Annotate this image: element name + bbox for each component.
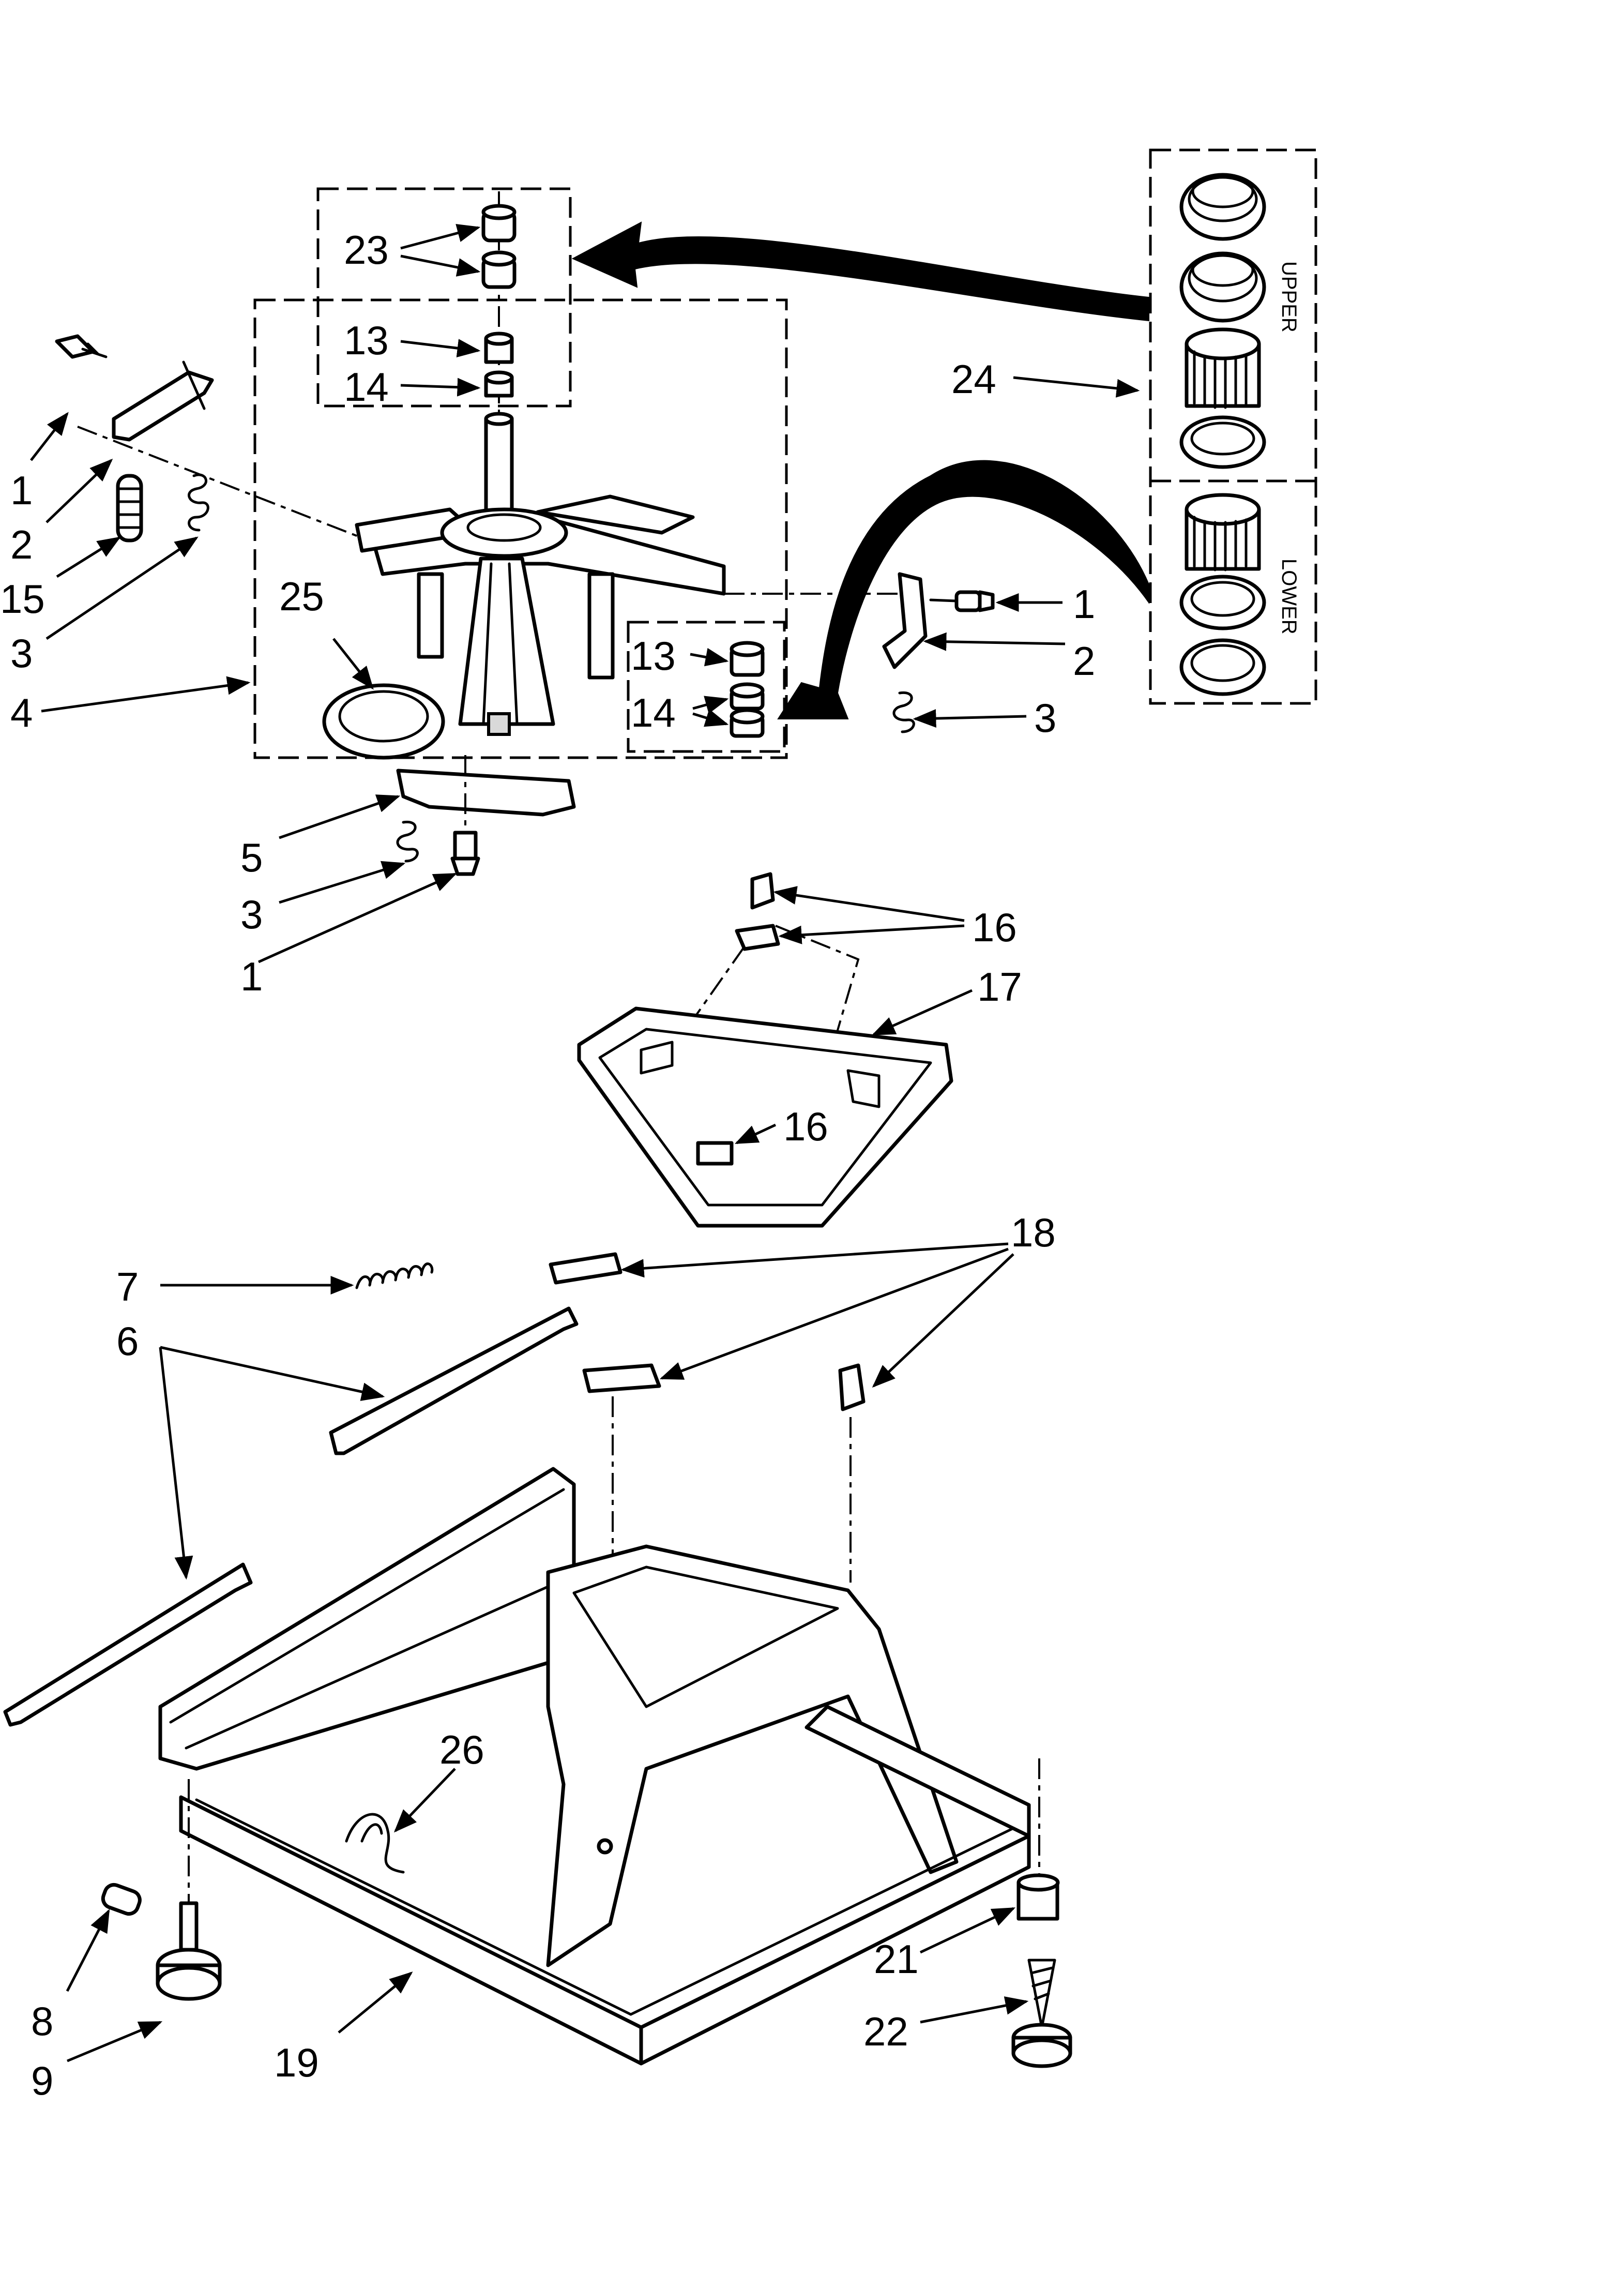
- upper-washer: [1179, 415, 1266, 469]
- callout-5: 5: [240, 835, 263, 880]
- right-bracket-parts: [882, 572, 995, 733]
- callout-17: 17: [977, 964, 1022, 1010]
- lower-washer-1: [1179, 575, 1266, 630]
- upper-ring-2: [1179, 251, 1266, 323]
- spring-3-left: [188, 473, 209, 532]
- base-assembly: [101, 1467, 1072, 2068]
- clip-16-mid: [735, 924, 780, 951]
- side-rail: [158, 1467, 576, 1771]
- callout-7: 7: [116, 1264, 139, 1309]
- dashed-group-boxes: [253, 148, 1317, 759]
- callout-1-right: 1: [1073, 581, 1095, 627]
- callout-25: 25: [279, 574, 324, 619]
- pad-18-b: [582, 1363, 661, 1393]
- suspension-assembly: [77, 412, 900, 760]
- callout-2-right: 2: [1073, 638, 1095, 684]
- brace-6-upper: [329, 1306, 579, 1455]
- bushing-14-top: [484, 370, 514, 398]
- callout-1-left: 1: [10, 468, 33, 513]
- curved-arrow-lower: [777, 460, 1149, 719]
- kit-upper-label: UPPER: [1278, 261, 1300, 333]
- bracket-2-right: [882, 572, 928, 669]
- callout-16-bottom: 16: [783, 1104, 828, 1149]
- bracket-26: [345, 1813, 405, 1874]
- bushing-14-right-b: [730, 708, 765, 738]
- box-suspension-assembly: [253, 298, 788, 759]
- box-kit-24: [1149, 148, 1317, 705]
- spring-3-bottom: [396, 820, 419, 863]
- callout-22: 22: [863, 2009, 908, 2054]
- spring-15: [116, 474, 143, 543]
- bracket-2-left: [112, 370, 214, 442]
- box-bushing-kit-right: [627, 621, 786, 753]
- pad-18-a: [549, 1252, 623, 1285]
- left-bracket-parts: [55, 334, 214, 543]
- upper-ring-1: [1179, 173, 1266, 241]
- lower-gear-bushing: [1185, 493, 1261, 571]
- bushing-23-lower: [481, 250, 517, 289]
- gasket-ring-25: [322, 683, 445, 760]
- tripod-frame: [546, 1544, 959, 1967]
- lower-washer-2: [1179, 638, 1266, 696]
- leveling-foot-22: [1011, 1959, 1072, 2068]
- bushing-13-right: [730, 641, 765, 677]
- bracket-5-parts: [396, 755, 576, 876]
- callout-3-right: 3: [1034, 695, 1056, 741]
- callout-14-right: 14: [631, 690, 676, 735]
- callout-18: 18: [1011, 1210, 1056, 1255]
- leveling-foot-9: [156, 1779, 222, 2001]
- frame-17-parts: [577, 872, 953, 1228]
- callout-4: 4: [10, 690, 33, 735]
- right-bushing-stack: [730, 641, 765, 738]
- callout-21: 21: [874, 1936, 919, 1982]
- callout-19: 19: [274, 2040, 319, 2085]
- callout-8: 8: [31, 1998, 53, 2044]
- kit-lower-label: LOWER: [1278, 559, 1300, 635]
- screw-1-bottom: [450, 831, 480, 876]
- callout-9: 9: [31, 2058, 53, 2103]
- bushing-14-right-a: [730, 682, 765, 711]
- kit-24-parts: UPPER LOWER: [1179, 173, 1300, 696]
- callout-26: 26: [439, 1727, 484, 1772]
- curved-arrow-upper: [571, 221, 1149, 322]
- callout-13-top: 13: [344, 318, 389, 363]
- bushing-13-top: [484, 332, 514, 364]
- callout-24: 24: [951, 356, 996, 402]
- callout-3-bottom: 3: [240, 892, 263, 937]
- callout-2-left: 2: [10, 522, 33, 567]
- bracket-5: [396, 769, 576, 817]
- callout-15: 15: [0, 576, 45, 622]
- frame-17: [577, 1006, 953, 1228]
- spring-7: [355, 1262, 434, 1289]
- callout-1-bottom: 1: [240, 954, 263, 999]
- foot-cap-21: [1016, 1758, 1060, 1921]
- leg-pin-8: [101, 1883, 142, 1916]
- bushing-23-upper: [481, 204, 517, 243]
- callout-6: 6: [116, 1318, 139, 1364]
- pad-18-c: [838, 1363, 866, 1411]
- spring-3-right: [892, 691, 915, 733]
- top-bushing-stack: [481, 191, 517, 414]
- clip-16-bottom: [696, 1141, 734, 1166]
- screw-1-right: [929, 590, 995, 612]
- callout-23: 23: [344, 227, 389, 273]
- screw-1-left: [55, 334, 108, 359]
- upper-gear-bushing: [1185, 327, 1261, 409]
- mid-parts: [3, 1252, 866, 1727]
- box-bushing-kit-top: [316, 187, 572, 408]
- brace-6-lower: [3, 1562, 253, 1727]
- callout-labels: 1 2 15 3 4 23 13 14 25 13 14 24 1 2 3 5 …: [0, 227, 1095, 2103]
- callout-14-top: 14: [344, 364, 389, 410]
- callout-3-left: 3: [10, 630, 33, 676]
- callout-13-right: 13: [631, 633, 676, 679]
- callout-16-top: 16: [972, 905, 1017, 950]
- leader-lines: [30, 224, 1140, 2063]
- clip-16-top: [750, 872, 775, 910]
